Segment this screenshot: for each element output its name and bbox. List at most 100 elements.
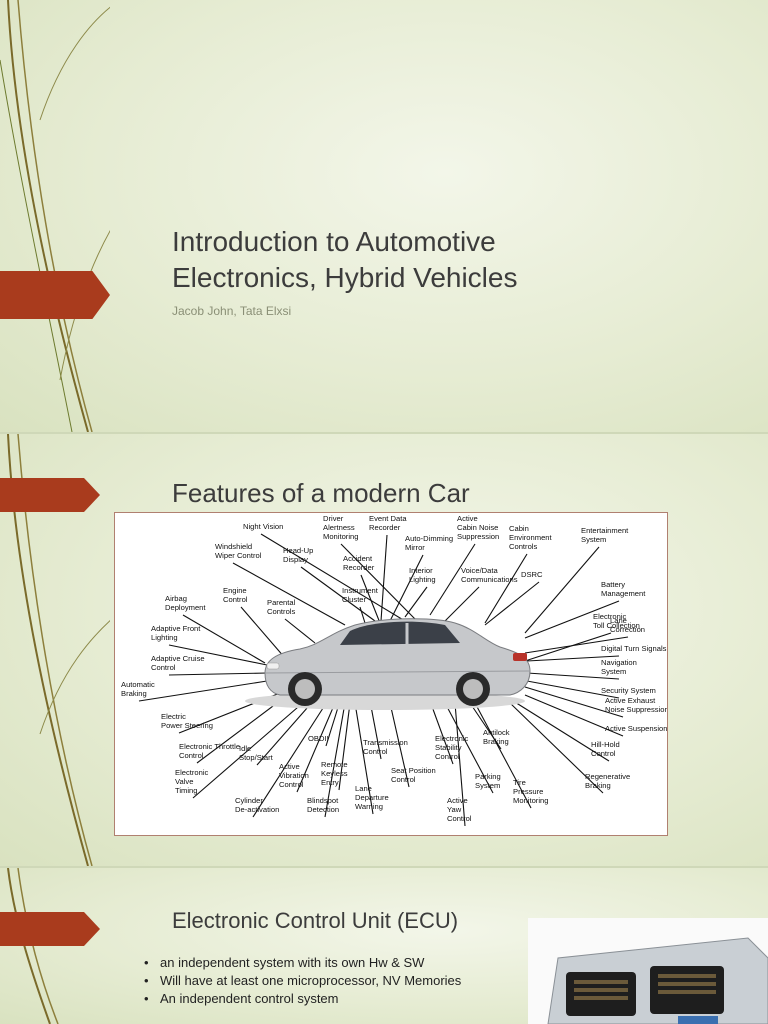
- leader-line: [338, 702, 351, 791]
- leader-line: [182, 614, 266, 664]
- title-line-2: Electronics, Hybrid Vehicles: [172, 262, 518, 293]
- leader-line: [380, 534, 388, 622]
- leader-line: [369, 700, 382, 760]
- leader-line: [389, 554, 424, 622]
- list-item: •Will have at least one microprocessor, …: [144, 973, 462, 988]
- slide-title-text: Features of a modern Car: [172, 478, 470, 508]
- leader-line: [454, 702, 466, 827]
- leader-line: [484, 553, 528, 624]
- leader-line: [524, 600, 620, 639]
- leader-line: [138, 680, 268, 702]
- slide-features: Features of a modern Car Night Vision Dri…: [0, 434, 768, 866]
- bullet-list: •an independent system with its own Hw &…: [144, 954, 461, 1008]
- leader-line: [509, 698, 610, 762]
- leader-line: [509, 702, 604, 794]
- slide-separator: [0, 432, 768, 434]
- leader-line: [484, 581, 540, 626]
- leader-line: [260, 533, 406, 622]
- slide-ecu: Electronic Control Unit (ECU) •an indepe…: [0, 868, 768, 1024]
- leader-line: [526, 672, 620, 680]
- leader-line: [389, 702, 410, 788]
- leader-line: [360, 574, 381, 624]
- leader-line: [429, 700, 454, 765]
- accent-tag: [0, 478, 100, 512]
- subtitle: Jacob John, Tata Elxsi: [172, 304, 292, 318]
- feature-label: Security System: [601, 686, 656, 695]
- decorative-stems: [0, 0, 110, 432]
- leader-line: [192, 700, 306, 799]
- accent-tag: [0, 912, 100, 946]
- decorative-stems: [7, 868, 59, 1024]
- leader-line: [324, 702, 346, 818]
- leader-line: [232, 562, 346, 626]
- slide-title: Introduction to Automotive Electronics, …: [0, 0, 768, 432]
- list-item: •an independent system with its own Hw &…: [144, 955, 425, 970]
- list-item: •An independent control system: [144, 991, 339, 1006]
- leader-line: [196, 696, 286, 764]
- feature-label: Night Vision: [243, 522, 283, 531]
- leader-line: [354, 702, 374, 815]
- title-line-1: Introduction to Automotive: [172, 226, 496, 257]
- feature-label: Active Suspension: [605, 724, 667, 733]
- leader-line: [296, 702, 336, 793]
- leader-line: [526, 680, 620, 699]
- feature-label: DSRC: [521, 570, 543, 579]
- slide-separator: [0, 866, 768, 868]
- leader-line: [429, 543, 476, 616]
- leader-line: [168, 672, 268, 676]
- leader-line: [240, 606, 286, 659]
- car-icon: [245, 618, 531, 710]
- leader-line: [252, 704, 326, 818]
- leader-line: [340, 543, 416, 620]
- slide-title-text: Electronic Control Unit (ECU): [172, 908, 459, 933]
- leader-line: [526, 655, 620, 662]
- feature-label: Digital Turn Signals: [601, 644, 667, 653]
- ecu-image: [528, 918, 768, 1024]
- leader-line: [524, 686, 624, 718]
- leader-line: [300, 566, 376, 622]
- leader-line: [524, 546, 600, 634]
- feature-label: OBDII: [308, 734, 329, 743]
- leader-line: [444, 702, 494, 794]
- leader-line: [524, 636, 629, 654]
- leader-line: [168, 644, 268, 666]
- leader-line: [474, 702, 532, 809]
